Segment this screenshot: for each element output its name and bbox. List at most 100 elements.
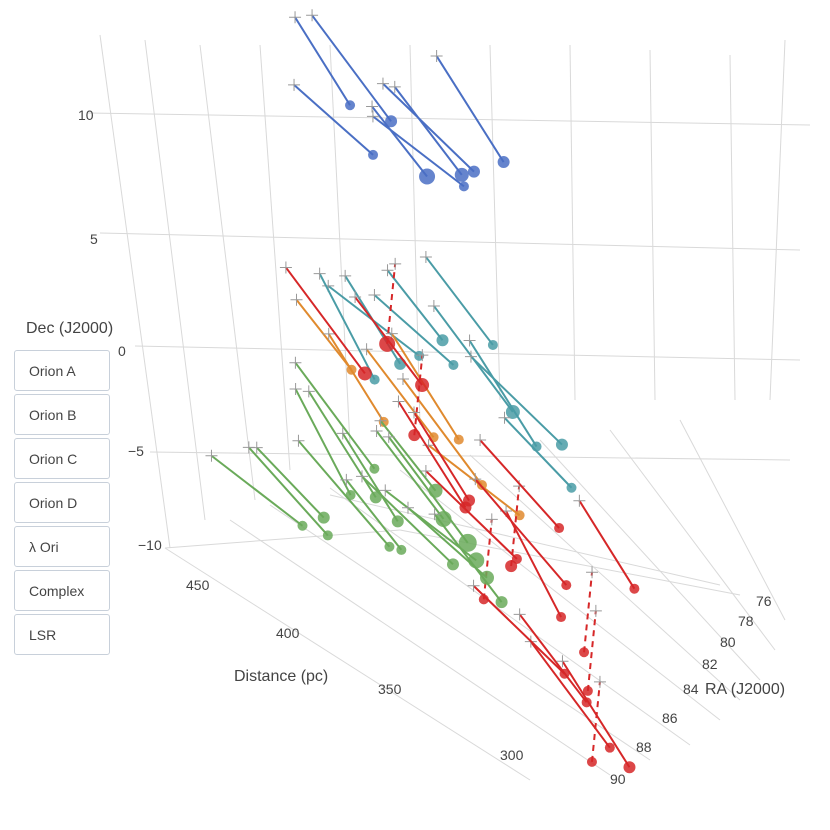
orion_c-vector-1 [425,256,494,346]
button-orion-a[interactable]: Orion A [14,350,110,391]
lambda_ori-errorbar-4 [289,11,302,24]
orion_a-vector-10 [248,446,329,537]
orion_d-vector-4 [327,333,385,423]
orion_d-errorbar-1 [360,343,373,356]
distance-axis-title: Distance (pc) [234,668,328,685]
orion_b-errorbar-12 [586,566,599,579]
orion_a-vector-11 [297,440,391,548]
orion_b-vector-7 [425,470,518,560]
orion_a-errorbar-8 [289,383,302,396]
orion_a-vector-12 [345,479,403,551]
orion_b-errorbar-10 [474,434,487,447]
grid-line-2 [199,44,256,501]
orion_b-errorbar-13 [513,608,526,621]
orion_b-point-8 [556,612,567,623]
grid-line-9 [729,54,736,401]
grid-line-10 [769,39,786,401]
button-orion-b[interactable]: Orion B [14,394,110,435]
orion_a-vector-2 [387,436,469,544]
orion_a-errorbar-14 [289,356,302,369]
dec-tick-10: 10 [78,107,94,123]
orion_a-point-5 [369,491,382,504]
orion_b-errorbar-4 [408,406,421,419]
grid-line-4 [329,44,351,446]
grid-line-17 [229,519,611,776]
orion_b-point-1 [415,378,430,393]
button-lsr[interactable]: LSR [14,614,110,655]
orion_c-vector-7 [470,355,563,446]
series-lambda_ori [288,9,510,192]
orion_a-errorbar-6 [402,501,414,514]
orion_b-errorbar-5 [392,395,405,408]
grid-line-13 [134,345,801,361]
lambda_ori-point-4 [345,100,356,111]
group-buttons: Orion A Orion B Orion C Orion D λ Ori Co… [14,350,110,658]
orion_c-errorbar-7 [464,350,477,363]
orion_d-point-5 [453,434,464,445]
grid-line-20 [399,469,721,721]
button-complex[interactable]: Complex [14,570,110,611]
orion_d-point-4 [378,416,389,427]
grid-line-14 [149,451,791,461]
grid-line-23 [609,429,776,651]
ra-tick-78: 78 [738,613,754,629]
ra-axis-title: RA (J2000) [705,681,785,698]
lambda_ori-point-3 [458,181,469,192]
orion_c-point-8 [369,374,380,385]
orion_b-point-3 [408,429,421,442]
orion_a-point-4 [391,515,404,528]
orion_b-vector-9 [482,519,493,600]
orion_b-vector-13 [518,613,588,703]
ra-tick-80: 80 [720,634,736,650]
orion_a-errorbar-4 [336,427,349,440]
orion_a-errorbar-0 [374,414,387,427]
orion_b-vector-14 [530,641,611,749]
orion_c-errorbar-6 [368,288,381,301]
orion_a-point-14 [369,463,380,474]
orion_a-errorbar-7 [355,470,368,483]
orion_c-errorbar-2 [427,299,440,312]
orion_a-vector-9 [256,446,325,519]
orion_c-point-1 [487,339,498,350]
dec-tick-0: 0 [118,343,126,359]
lambda_ori-vector-1 [393,86,463,176]
grid-line-24 [679,419,786,621]
orion_a-vector-14 [294,362,376,470]
orion_a-errorbar-2 [382,430,395,443]
lambda_ori-vector-4 [294,16,351,106]
button-lambda-ori[interactable]: λ Ori [14,526,110,567]
orion_c-vector-5 [468,340,538,448]
orion_a-point-0 [428,483,443,498]
orion_b-vector-0 [386,263,397,344]
orion_b-point-16 [629,583,640,594]
orion_c-errorbar-4 [339,269,352,282]
grid-line-22 [539,439,761,681]
button-orion-d[interactable]: Orion D [14,482,110,523]
orion_a-vector-4 [341,432,399,522]
lambda_ori-vector-2 [311,14,392,122]
series-orion_b [279,257,640,774]
series-orion_d [290,293,525,521]
orion_b-errorbar-2 [279,261,292,274]
lambda_ori-vector-7 [382,82,475,173]
orion_b-point-15 [582,685,593,696]
orion_b-point-17 [623,761,636,774]
button-orion-c[interactable]: Orion C [14,438,110,479]
lambda_ori-errorbar-5 [430,50,443,63]
orion_b-point-11 [561,580,572,591]
orion_b-point-7 [511,553,522,564]
orion_b-errorbar-19 [467,579,480,592]
lambda_ori-errorbar-6 [288,78,301,91]
grid-line-26 [329,494,721,586]
lambda_ori-errorbar-3 [366,110,379,123]
grid-line-0 [99,34,171,549]
orion_c-errorbar-8 [313,267,326,280]
distance-tick-450: 450 [186,577,210,593]
lambda_ori-point-5 [497,156,510,169]
orion_b-errorbar-15 [589,604,602,617]
dec-axis-title: Dec (J2000) [26,320,113,337]
data-layer [205,9,640,774]
lambda_ori-vector-5 [435,55,505,163]
orion_a-point-6 [480,570,494,585]
